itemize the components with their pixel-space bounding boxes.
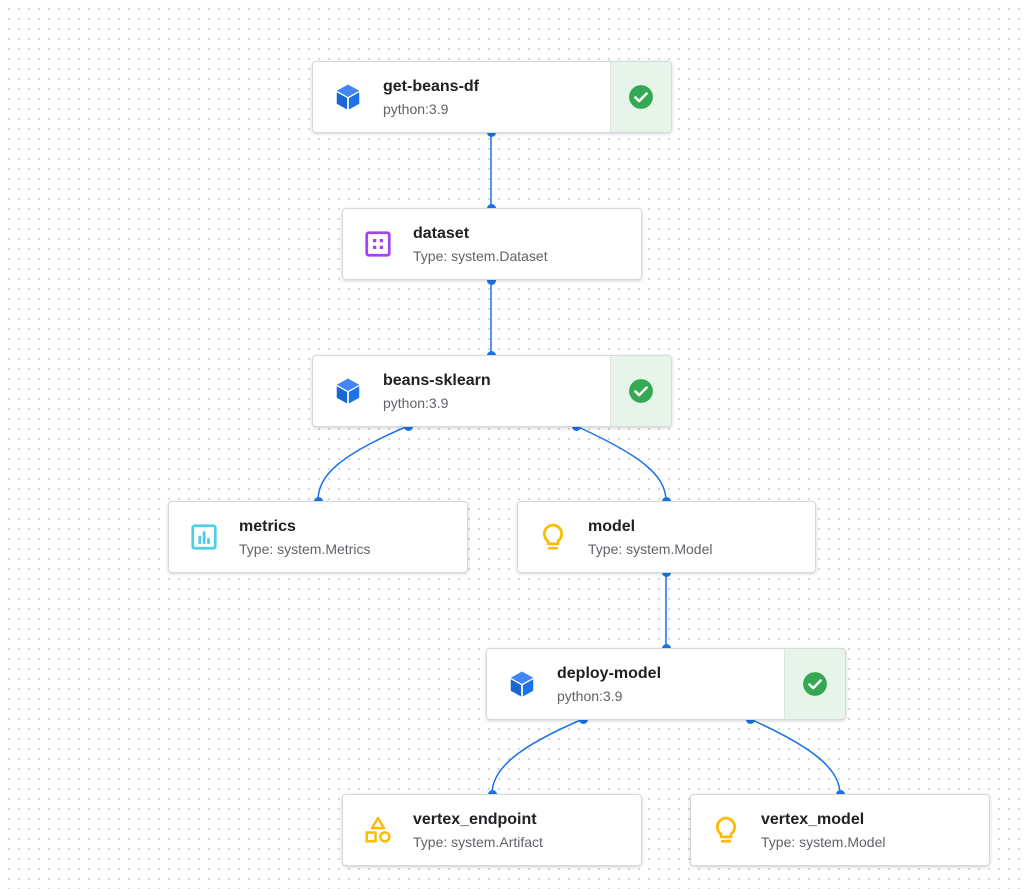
check-circle-icon bbox=[629, 85, 653, 109]
node-deploy-model[interactable]: deploy-model python:3.9 bbox=[486, 648, 846, 720]
status-succeeded bbox=[610, 356, 671, 426]
status-succeeded bbox=[784, 649, 845, 719]
node-title: vertex_endpoint bbox=[413, 810, 537, 828]
cube-icon bbox=[317, 82, 379, 112]
cube-icon bbox=[491, 669, 553, 699]
cube-icon bbox=[317, 376, 379, 406]
node-beans-sklearn[interactable]: beans-sklearn python:3.9 bbox=[312, 355, 672, 427]
node-title: get-beans-df bbox=[383, 77, 479, 95]
node-title: metrics bbox=[239, 517, 296, 535]
edge-deploy-model-to-vertex-endpoint bbox=[491, 718, 584, 795]
node-subtitle: python:3.9 bbox=[383, 394, 449, 411]
node-vertex-endpoint[interactable]: vertex_endpoint Type: system.Artifact bbox=[342, 794, 642, 866]
node-model[interactable]: model Type: system.Model bbox=[517, 501, 816, 573]
node-get-beans-df[interactable]: get-beans-df python:3.9 bbox=[312, 61, 672, 133]
node-subtitle: Type: system.Artifact bbox=[413, 833, 543, 850]
node-subtitle: Type: system.Metrics bbox=[239, 540, 371, 557]
node-title: deploy-model bbox=[557, 664, 662, 682]
lightbulb-icon bbox=[522, 522, 584, 552]
node-subtitle: Type: system.Dataset bbox=[413, 247, 548, 264]
edge-beans-sklearn-to-model bbox=[575, 425, 667, 502]
node-title: dataset bbox=[413, 224, 470, 242]
status-succeeded bbox=[610, 62, 671, 132]
check-circle-icon bbox=[803, 672, 827, 696]
node-subtitle: python:3.9 bbox=[383, 100, 449, 117]
node-subtitle: Type: system.Model bbox=[588, 540, 713, 557]
edge-beans-sklearn-to-metrics bbox=[317, 425, 409, 502]
lightbulb-icon bbox=[695, 815, 757, 845]
node-title: model bbox=[588, 517, 636, 535]
port-dot bbox=[486, 275, 496, 285]
node-subtitle: Type: system.Model bbox=[761, 833, 886, 850]
node-title: vertex_model bbox=[761, 810, 865, 828]
node-vertex-model[interactable]: vertex_model Type: system.Model bbox=[690, 794, 990, 866]
node-subtitle: python:3.9 bbox=[557, 687, 623, 704]
dataset-icon bbox=[347, 229, 409, 259]
shapes-icon bbox=[347, 815, 409, 845]
edge-deploy-model-to-vertex-model bbox=[749, 718, 841, 795]
node-dataset[interactable]: dataset Type: system.Dataset bbox=[342, 208, 642, 280]
node-metrics[interactable]: metrics Type: system.Metrics bbox=[168, 501, 468, 573]
check-circle-icon bbox=[629, 379, 653, 403]
metrics-icon bbox=[173, 522, 235, 552]
node-title: beans-sklearn bbox=[383, 371, 491, 389]
